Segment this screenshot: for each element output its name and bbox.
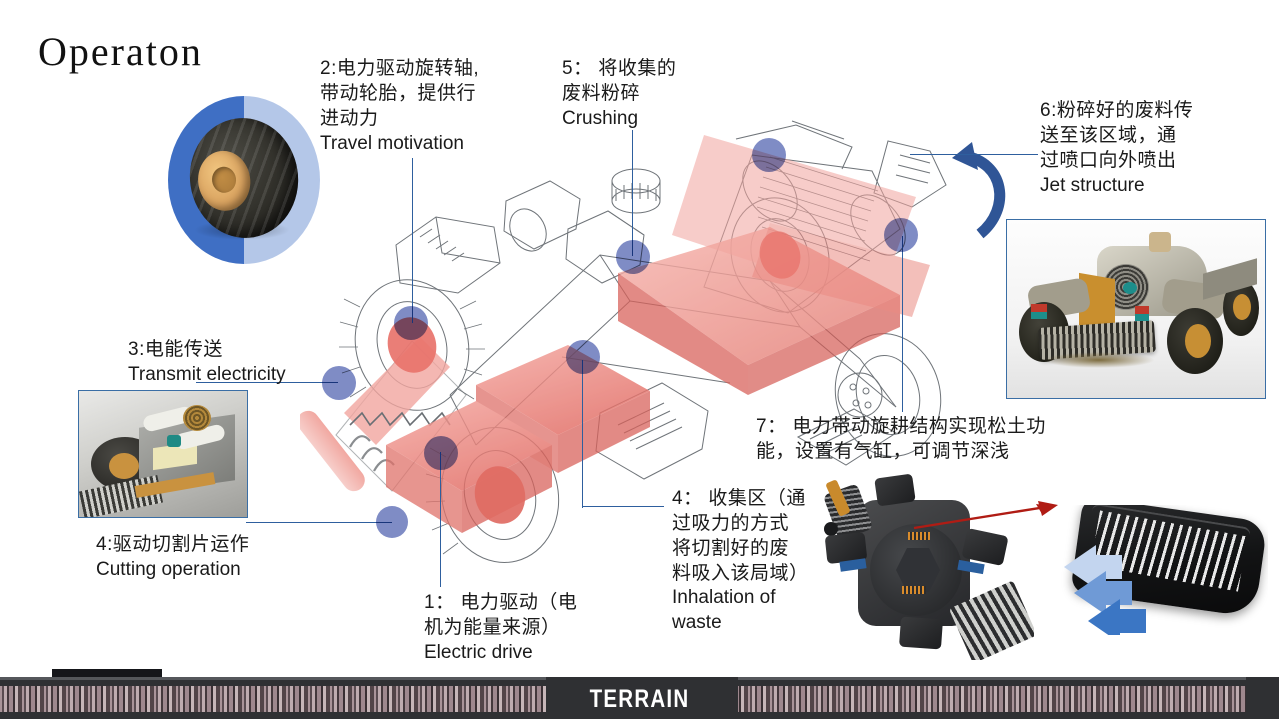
callout-4b-cn-line-2: 过吸力的方式 [672, 513, 790, 535]
callout-marker-1[interactable] [424, 436, 458, 470]
callout-4b: 4： 收集区（通 过吸力的方式 将切割好的废 料吸入该局域） Inhalatio… [672, 486, 822, 636]
callout-marker-crushing[interactable] [752, 138, 786, 172]
callout-marker-3[interactable] [322, 366, 356, 400]
banner-right-edge-mask [1246, 677, 1279, 719]
callout-5-cn-line-1: 5： 将收集的 [562, 58, 677, 79]
callout-2-en: Travel motivation [320, 133, 464, 155]
leader-line-7 [902, 236, 903, 412]
callout-5: 5： 将收集的 废料粉碎 Crushing [562, 56, 712, 131]
callout-5-cn-line-2: 废料粉碎 [562, 83, 641, 105]
callout-4a-cn-line-1: 4:驱动切割片运作 [96, 534, 250, 555]
callout-4b-en: Inhalation of waste [672, 587, 776, 633]
leader-line-1 [440, 452, 441, 587]
leader-line-5 [632, 130, 633, 256]
callout-marker-2[interactable] [394, 306, 428, 340]
callout-2-cn-line-2: 带动轮胎，提供行 [320, 83, 477, 105]
callout-4b-cn-line-4: 料吸入该局域） [672, 563, 809, 585]
callout-3-en: Transmit electricity [128, 364, 286, 386]
banner-title: TERRAIN [589, 685, 690, 713]
leader-line-4b-v [582, 360, 583, 508]
vehicle-top-view-photo [824, 470, 1034, 660]
leader-line-3 [196, 382, 338, 383]
machine-exploded-diagram [300, 95, 980, 565]
callout-7-cn-line-2: 能，设置有气缸，可调节深浅 [756, 441, 1010, 463]
callout-5-en: Crushing [562, 108, 639, 130]
callout-3: 3:电能传送 Transmit electricity [128, 337, 348, 387]
callout-4b-cn-line-3: 将切割好的废 [672, 538, 790, 560]
callout-2: 2:电力驱动旋转轴, 带动轮胎，提供行 进动力 Travel motivatio… [320, 56, 520, 156]
rotation-arrow [952, 142, 1006, 239]
callout-marker-4b[interactable] [566, 340, 600, 374]
callout-1-cn-line-2: 机为能量来源） [424, 617, 561, 639]
banner-stub [52, 669, 162, 679]
collector-drum-photo [1058, 505, 1268, 635]
callout-2-cn-line-3: 进动力 [320, 108, 379, 130]
callout-6-cn-line-2: 送至该区域，通 [1040, 125, 1177, 147]
callout-4a-en: Cutting operation [96, 559, 241, 581]
page-title: Operaton [38, 29, 203, 74]
callout-1-cn-line-1: 1： 电力驱动（电 [424, 592, 578, 613]
callout-marker-6[interactable] [884, 218, 918, 252]
red-flow-arrow [913, 501, 1058, 530]
callout-6-cn-line-3: 过喷口向外喷出 [1040, 150, 1177, 172]
tractor-tire-photo [168, 96, 320, 264]
callout-marker-5[interactable] [616, 240, 650, 274]
banner-center-mask [546, 677, 738, 719]
callout-2-cn-line-1: 2:电力驱动旋转轴, [320, 58, 480, 79]
leader-line-4b [582, 506, 664, 507]
callout-4a: 4:驱动切割片运作 Cutting operation [96, 532, 326, 582]
callout-4b-cn-line-1: 4： 收集区（通 [672, 488, 806, 509]
callout-6-en: Jet structure [1040, 175, 1145, 197]
bottom-banner: TERRAIN [0, 677, 1279, 719]
leader-line-6 [910, 154, 1038, 155]
callout-6-cn-line-1: 6:粉碎好的废料传 [1040, 100, 1194, 121]
callout-6: 6:粉碎好的废料传 送至该区域，通 过喷口向外喷出 Jet structure [1040, 98, 1260, 198]
callout-1: 1： 电力驱动（电 机为能量来源） Electric drive [424, 590, 624, 665]
full-vehicle-render-photo [1006, 219, 1266, 399]
callout-7-cn-line-1: 7： 电力带动旋耕结构实现松土功 [756, 416, 1046, 437]
cutting-module-photo [78, 390, 248, 518]
callout-1-en: Electric drive [424, 642, 533, 664]
leader-line-4a [246, 522, 392, 523]
callout-3-cn-line-1: 3:电能传送 [128, 339, 223, 360]
leader-line-2 [412, 158, 413, 323]
callout-7: 7： 电力带动旋耕结构实现松土功 能，设置有气缸，可调节深浅 [756, 414, 1096, 464]
callout-marker-4a[interactable] [376, 506, 408, 538]
